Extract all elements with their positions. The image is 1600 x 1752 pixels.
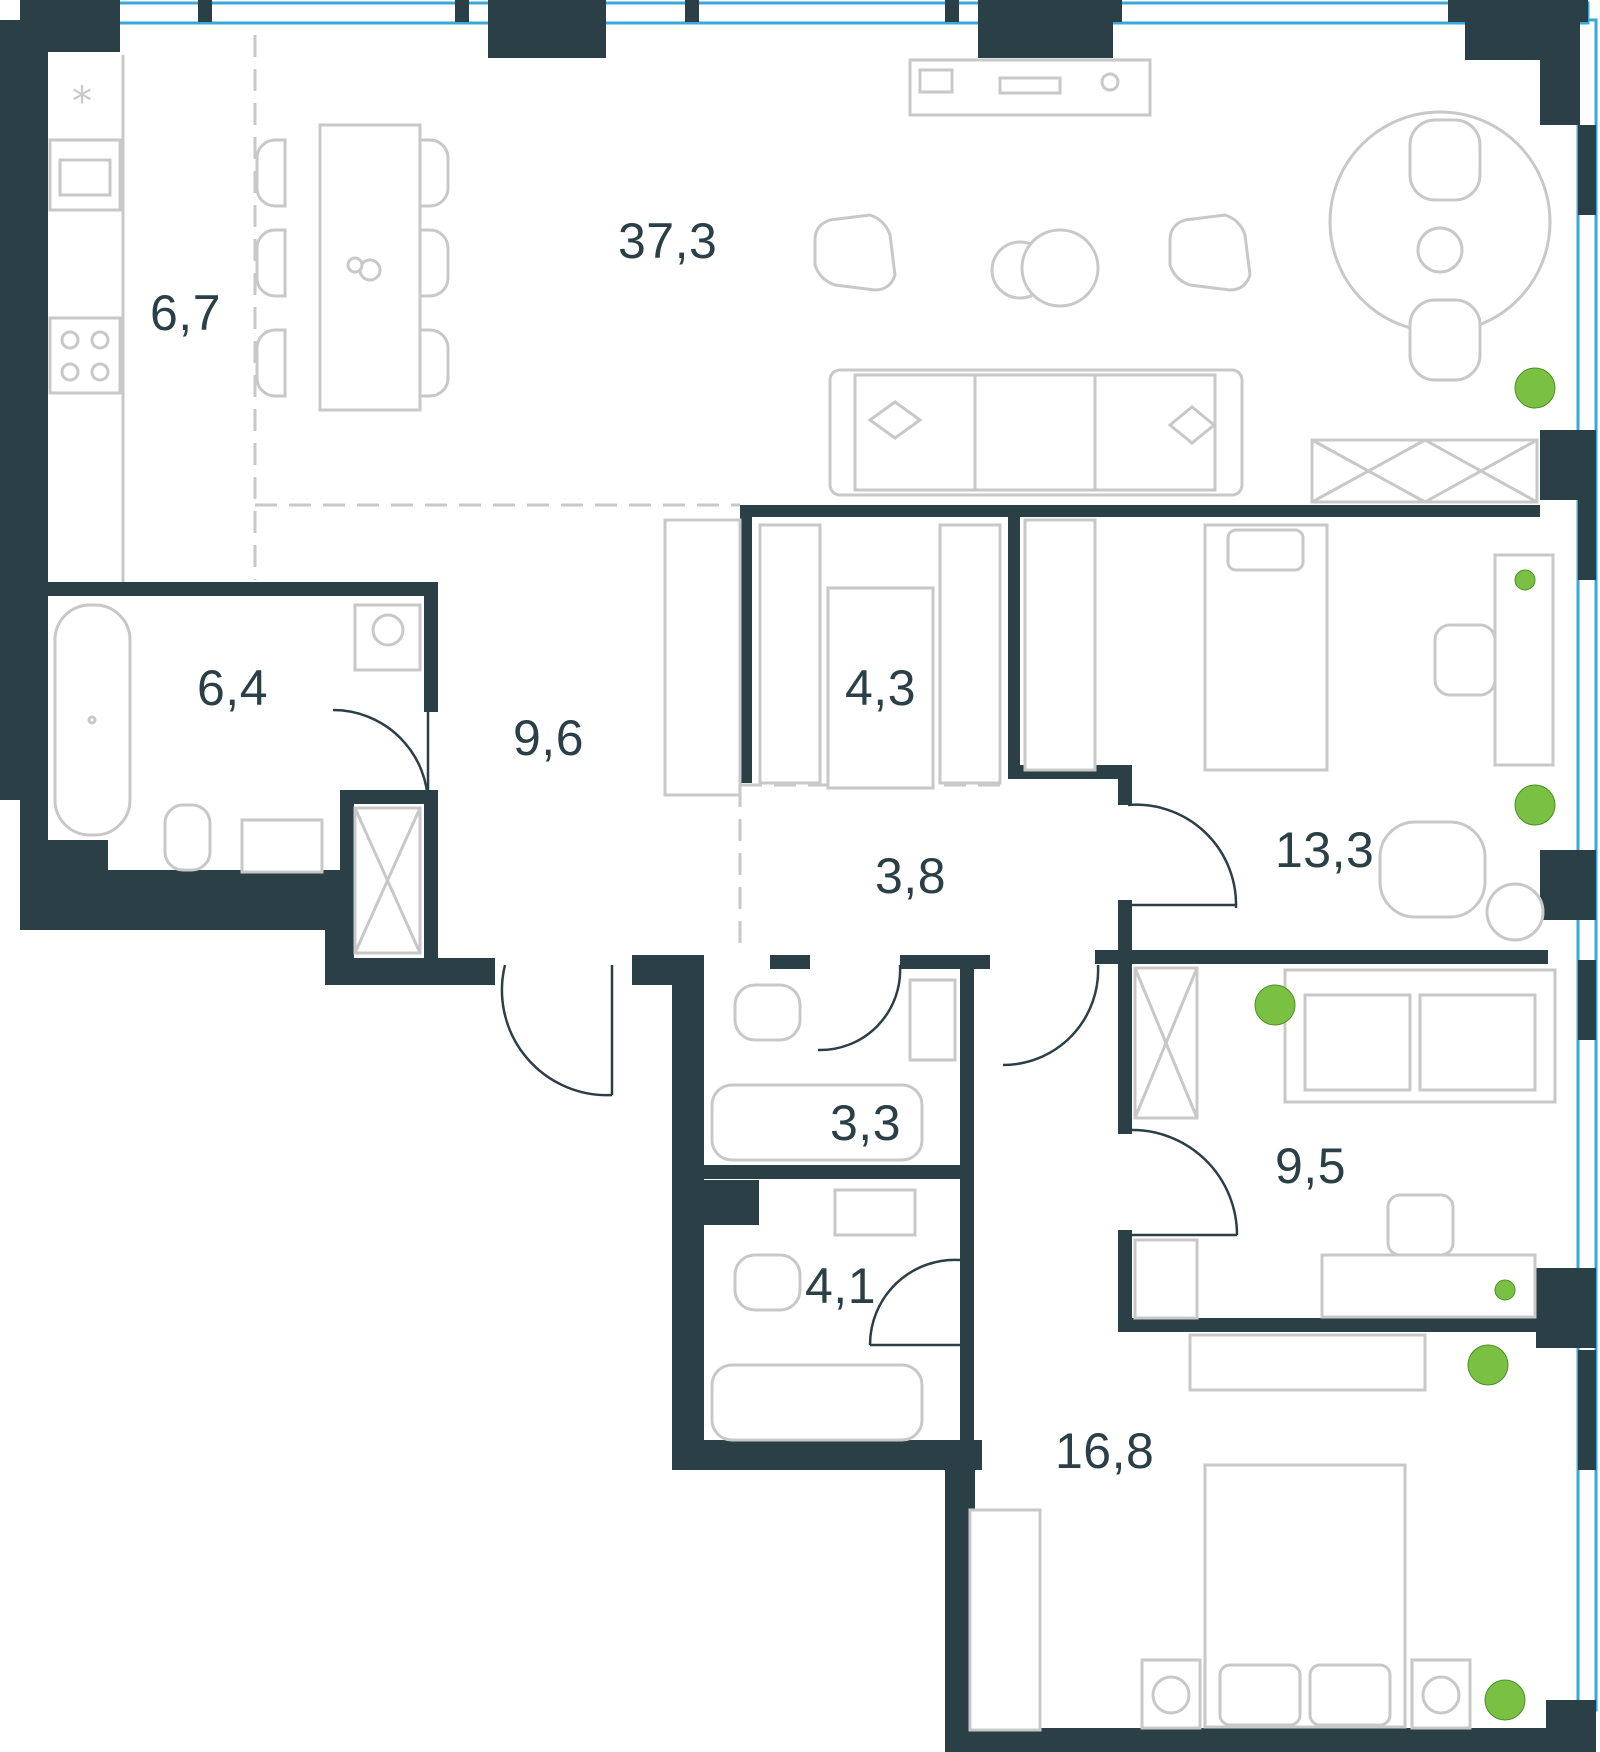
area-label-wardrobe: 4,3	[845, 660, 916, 716]
plant-icon	[1514, 367, 1556, 409]
zone-lines	[121, 35, 1010, 955]
area-label-hall: 9,6	[513, 710, 584, 766]
plant-icon	[1514, 569, 1536, 591]
dining-set	[255, 123, 450, 412]
bedroom-small-furniture	[1133, 966, 1557, 1392]
bedroom-right-furniture	[1203, 523, 1555, 942]
area-label-bathroom-mid: 3,3	[830, 1095, 901, 1151]
living-furniture	[813, 58, 1552, 504]
doors	[332, 708, 1239, 1347]
bedroom-master-furniture	[1140, 1463, 1472, 1730]
svg-text:*: *	[72, 79, 92, 125]
area-label-bathroom-left: 6,4	[197, 660, 268, 716]
plant-icon	[1514, 784, 1556, 826]
plant-icons	[1254, 367, 1556, 1721]
area-labels: 37,3 6,7 6,4 9,6 4,3 3,8 13,3 3,3 9,5 4,…	[150, 213, 1374, 1479]
area-label-corridor: 3,8	[875, 848, 946, 904]
plant-icon	[1467, 1344, 1509, 1386]
bathroom-left-fixtures	[53, 603, 422, 955]
wardrobe-shelves	[663, 518, 1097, 1732]
area-label-bedroom-right: 13,3	[1275, 822, 1374, 878]
area-label-bedroom-master: 16,8	[1055, 1423, 1154, 1479]
plant-icon	[1484, 1679, 1526, 1721]
plant-icon	[1494, 1279, 1516, 1301]
plant-icon	[1254, 984, 1296, 1026]
kitchen-fixtures: *	[48, 79, 122, 395]
area-label-bathroom-small: 4,1	[805, 1258, 876, 1314]
area-label-bedroom-small: 9,5	[1275, 1138, 1346, 1194]
area-label-kitchen: 6,7	[150, 285, 221, 341]
area-label-living: 37,3	[618, 213, 717, 269]
bathroom-mid-fixtures	[710, 978, 957, 1442]
